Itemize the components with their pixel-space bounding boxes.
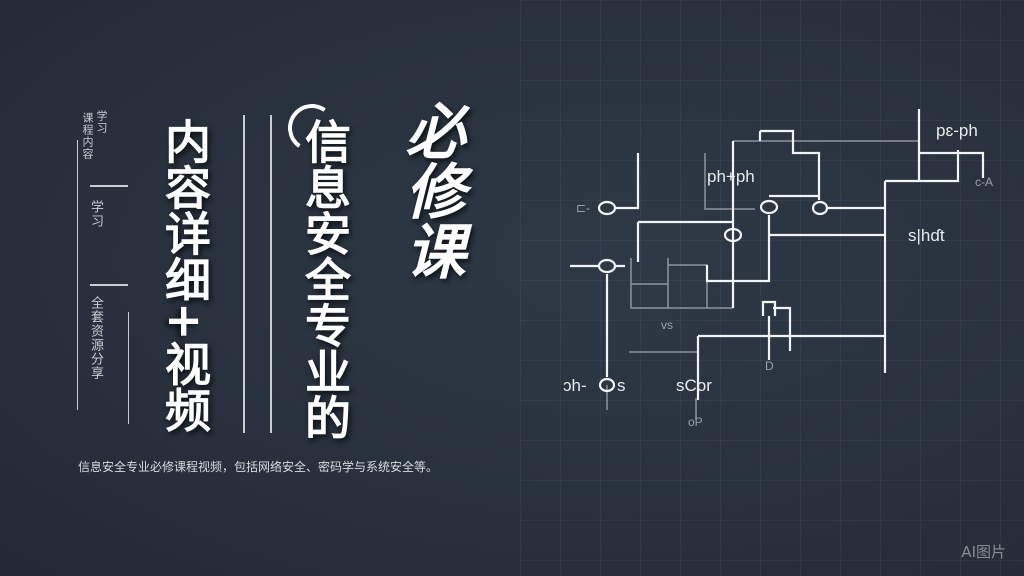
divider — [128, 312, 129, 424]
side-note-1: 课程内容 — [81, 112, 94, 160]
label-op: oP — [688, 415, 703, 429]
label-ca: c-A — [975, 175, 993, 189]
wire — [636, 220, 733, 262]
wire — [570, 264, 625, 377]
node — [759, 199, 779, 215]
label-left-bottom: ɔh- — [563, 376, 587, 395]
divider — [77, 140, 78, 410]
wire — [769, 206, 885, 237]
divider — [270, 115, 272, 433]
label-bottom-mid: sCor — [676, 376, 712, 395]
background-grid — [520, 0, 1024, 576]
node — [598, 377, 616, 393]
title-required: 必修课 — [395, 100, 465, 280]
side-note-2: 学习 — [88, 200, 103, 228]
node — [597, 258, 617, 274]
wire — [616, 153, 640, 210]
divider — [90, 284, 128, 286]
wire — [705, 215, 771, 283]
side-note-3: 全套资源分享 — [88, 296, 103, 380]
watermark: AI图片 — [961, 543, 1006, 561]
label-vs: vs — [661, 318, 673, 332]
wire — [883, 150, 960, 373]
label-top-right: pɛ-ph — [936, 121, 978, 140]
label-right: s|hɗt — [908, 226, 945, 245]
wire — [761, 300, 792, 360]
wire — [917, 109, 985, 181]
divider — [90, 185, 128, 187]
node — [723, 227, 743, 243]
node — [597, 200, 617, 216]
wire — [606, 351, 697, 420]
bottom-caption: 信息安全专业必修课程视频，包括网络安全、密码学与系统安全等。 — [78, 460, 439, 474]
label-d: D — [765, 359, 774, 373]
title-main: 信息安全专业的 — [298, 118, 352, 440]
node — [811, 200, 829, 216]
wire — [760, 129, 821, 200]
wire — [696, 334, 885, 400]
label-center: ph+ph — [707, 167, 755, 186]
wire — [704, 153, 755, 210]
label-left-bottom-s: s — [617, 376, 626, 395]
label-left-top: ⊏- — [576, 201, 590, 215]
wire — [630, 258, 733, 309]
side-note-1b: 学习 — [95, 110, 108, 134]
divider — [243, 115, 245, 433]
subtitle: 内容详细+视频 — [158, 118, 212, 433]
